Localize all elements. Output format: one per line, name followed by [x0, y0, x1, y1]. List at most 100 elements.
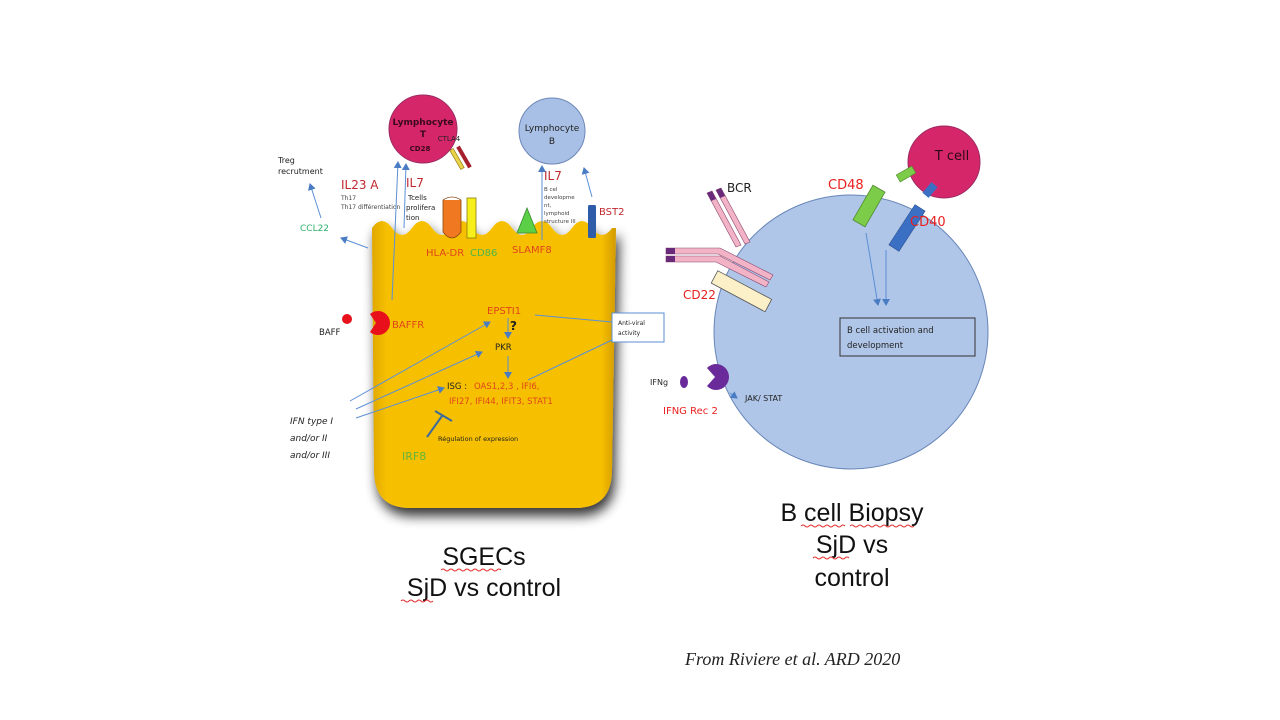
cd86-receptor: [466, 197, 477, 239]
t-cell: T cell: [895, 125, 981, 199]
cd28-receptor: [449, 148, 465, 170]
lymphocyte-b: Lymphocyte B: [518, 97, 586, 165]
ctla4-label: CTLA4: [438, 135, 461, 143]
right-title-2: SjD vs: [816, 531, 888, 559]
spellcheck-squiggle-sjd-right: [812, 556, 850, 560]
t-cell-cd40-ligand: [922, 182, 938, 198]
regulation-label: Régulation of expression: [438, 435, 518, 443]
arrow-ifn-isg: [355, 386, 445, 419]
cd40-label: CD40: [910, 215, 946, 230]
question-mark: ?: [510, 319, 517, 333]
activation-label-2: development: [847, 341, 904, 351]
irf8-label: IRF8: [402, 450, 426, 463]
ifn-label-1: IFN type I: [290, 417, 333, 427]
hla-dr-label: HLA-DR: [426, 248, 464, 259]
il7-t-desc-3: tion: [406, 214, 419, 222]
slamf8-label: SLAMF8: [512, 245, 552, 256]
irf8-inhibition-line: [426, 415, 443, 438]
arrow-isg-antiviral: [527, 339, 613, 381]
right-title-3: control: [814, 564, 889, 592]
il7-b-desc-1: B cel: [544, 187, 558, 193]
left-arrows: [308, 161, 613, 419]
arrow-cd48-activation: [865, 232, 881, 306]
pkr-label: PKR: [495, 343, 512, 353]
slamf8-receptor: [516, 206, 538, 234]
spellcheck-squiggle-sjd-left: [400, 599, 434, 603]
activation-label-1: B cell activation and: [847, 326, 934, 336]
ifng-label: IFNg: [650, 378, 668, 387]
epsti1-label: EPSTI1: [487, 306, 521, 317]
il7-t-desc-2: prolifera: [406, 204, 435, 212]
il7-b-desc-3: nt,: [544, 203, 552, 209]
isg-genes-2: IFI27, IFI44, IFIT3, STAT1: [449, 397, 553, 407]
bst2-receptor: [588, 205, 596, 238]
arrow-ccl22-treg: [308, 183, 322, 219]
t-cell-cd48-ligand: [895, 165, 917, 183]
isg-genes-1: OAS1,2,3 , IFI6,: [474, 382, 540, 392]
jak-stat-label: JAK/ STAT: [744, 394, 782, 403]
il7-t-label: IL7: [406, 176, 424, 190]
baffr-label: BAFFR: [392, 320, 424, 331]
il23a-label: IL23 A: [341, 178, 379, 192]
th17-label: Th17: [340, 195, 356, 202]
t-cell-label: T cell: [934, 149, 969, 164]
irf8-inhibition-bar: [434, 410, 453, 422]
cd86-label: CD86: [470, 248, 497, 259]
lymphocyte-b-label-1: Lymphocyte: [525, 124, 580, 134]
cd22-label: CD22: [683, 288, 716, 302]
left-title-1: SGECs: [442, 543, 525, 571]
il7-t-desc-1: Tcells: [407, 194, 427, 202]
bcr-receptor: [665, 187, 774, 288]
lymphocyte-t: Lymphocyte T CD28 CTLA4: [388, 94, 472, 170]
arrow-epsti1-antiviral: [534, 314, 613, 323]
lymphocyte-t-label-2: T: [420, 130, 427, 140]
baff-label: BAFF: [319, 328, 341, 338]
b-cell-body: [713, 194, 989, 470]
arrow-il7-lymphocyte-t: [401, 163, 410, 229]
arrow-ifn-pkr: [355, 350, 483, 410]
arrow-ifn-epsti1: [349, 321, 491, 402]
ifng-rec2-label: IFNG Rec 2: [663, 406, 718, 417]
il7-b-desc-5: structure III: [544, 219, 576, 225]
treg-label-2: recrutment: [278, 167, 323, 176]
ifn-label-2: and/or II: [290, 434, 328, 444]
ifng-rec2-receptor: [707, 364, 729, 390]
cd22-receptor: [710, 270, 773, 313]
antiviral-label-2: activity: [618, 330, 641, 337]
sgec-cell: [372, 221, 616, 508]
ifng-ligand: [680, 376, 688, 388]
antiviral-box: [611, 312, 665, 343]
spellcheck-squiggle-sgecs: [440, 568, 502, 572]
il7-b-desc-4: lymphoid: [544, 211, 570, 217]
cd48-label: CD48: [828, 178, 864, 193]
arrow-cell-ccl22: [340, 236, 369, 249]
ccl22-label: CCL22: [300, 224, 329, 234]
left-title-2: SjD vs control: [407, 574, 561, 602]
sgec-cell-body: [372, 221, 616, 508]
spellcheck-squiggle-cell: [800, 524, 846, 528]
right-title-1: B cell Biopsy: [780, 499, 924, 527]
ctla4-receptor: [456, 145, 472, 169]
il23a-desc: Th17 différentiation: [340, 204, 401, 211]
ifn-label-3: and/or III: [290, 451, 330, 461]
antiviral-label-1: Anti-viral: [618, 320, 645, 327]
bcr-label: BCR: [727, 181, 752, 195]
baff-ligand: [342, 314, 352, 324]
il7-b-label: IL7: [544, 169, 562, 183]
lymphocyte-b-label-2: B: [549, 137, 555, 147]
cd28-label: CD28: [410, 145, 431, 153]
baffr-receptor: [370, 310, 390, 336]
arrow-jak-stat: [729, 391, 738, 399]
hla-dr-receptor: [442, 200, 462, 239]
activation-box: [839, 317, 976, 357]
spellcheck-squiggle-biopsy: [849, 524, 915, 528]
il7-b-desc-2: developme: [544, 195, 575, 201]
reference-citation: From Riviere et al. ARD 2020: [684, 649, 900, 669]
cd48-receptor: [852, 184, 886, 228]
arrow-baffr-lymphocyte-t: [391, 161, 402, 301]
bst2-label: BST2: [599, 207, 625, 218]
lymphocyte-t-label-1: Lymphocyte: [392, 118, 453, 128]
arrow-bst2-lymphocyte-b: [581, 167, 593, 198]
isg-prefix: ISG :: [447, 382, 467, 392]
